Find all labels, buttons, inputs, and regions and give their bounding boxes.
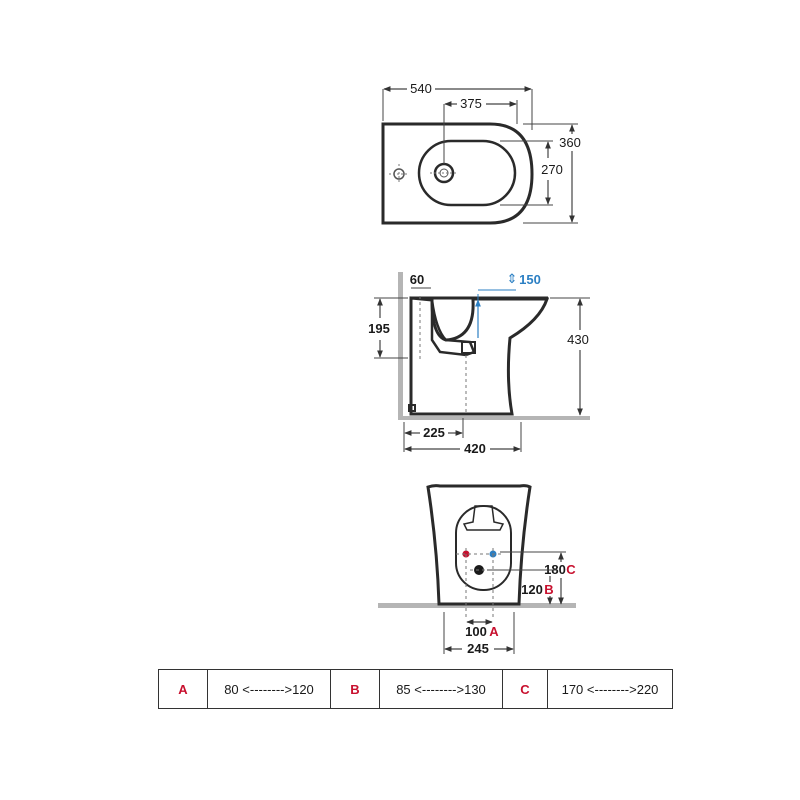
side-view: 60 ⇕ 150 195 430 225 420	[368, 271, 590, 456]
top-view: 540 375 360 270	[381, 81, 581, 225]
back-view-outline	[426, 484, 532, 606]
dim-side-225: 225	[423, 425, 445, 440]
back-view: 180 C 120 B 100 A 245	[378, 484, 576, 656]
dim-back-100: 100	[465, 624, 487, 639]
bowl-outline	[417, 139, 517, 207]
dim-back-c-label: C	[566, 562, 576, 577]
dim-side-420: 420	[464, 441, 486, 456]
dim-side-150: 150	[519, 272, 541, 287]
dim-side-430: 430	[567, 332, 589, 347]
spec-range-c: 170 <-------->220	[547, 669, 673, 709]
dim-back-b-label: B	[544, 582, 553, 597]
dim-back-120: 120	[521, 582, 543, 597]
dim-side-150-icon: ⇕	[507, 271, 518, 286]
tap-hole-icon	[389, 164, 409, 184]
dim-top-270: 270	[541, 162, 563, 177]
spec-key-b: B	[330, 669, 380, 709]
spec-range-b: 85 <-------->130	[379, 669, 503, 709]
dim-top-540: 540	[410, 81, 432, 96]
floor	[398, 416, 590, 420]
spec-range-a: 80 <-------->120	[207, 669, 331, 709]
dim-top-360: 360	[559, 135, 581, 150]
drain-icon	[430, 162, 458, 184]
dim-side-195: 195	[368, 321, 390, 336]
dim-back-a-label: A	[489, 624, 499, 639]
dim-back-245: 245	[467, 641, 489, 656]
dim-top-375: 375	[460, 96, 482, 111]
top-view-outline	[381, 122, 534, 225]
spec-table-row: A 80 <-------->120 B 85 <-------->130 C …	[158, 669, 673, 709]
spec-key-a: A	[158, 669, 208, 709]
wall	[398, 272, 403, 418]
spec-key-c: C	[502, 669, 548, 709]
spec-table: A 80 <-------->120 B 85 <-------->130 C …	[158, 669, 673, 709]
dim-side-60: 60	[410, 272, 424, 287]
